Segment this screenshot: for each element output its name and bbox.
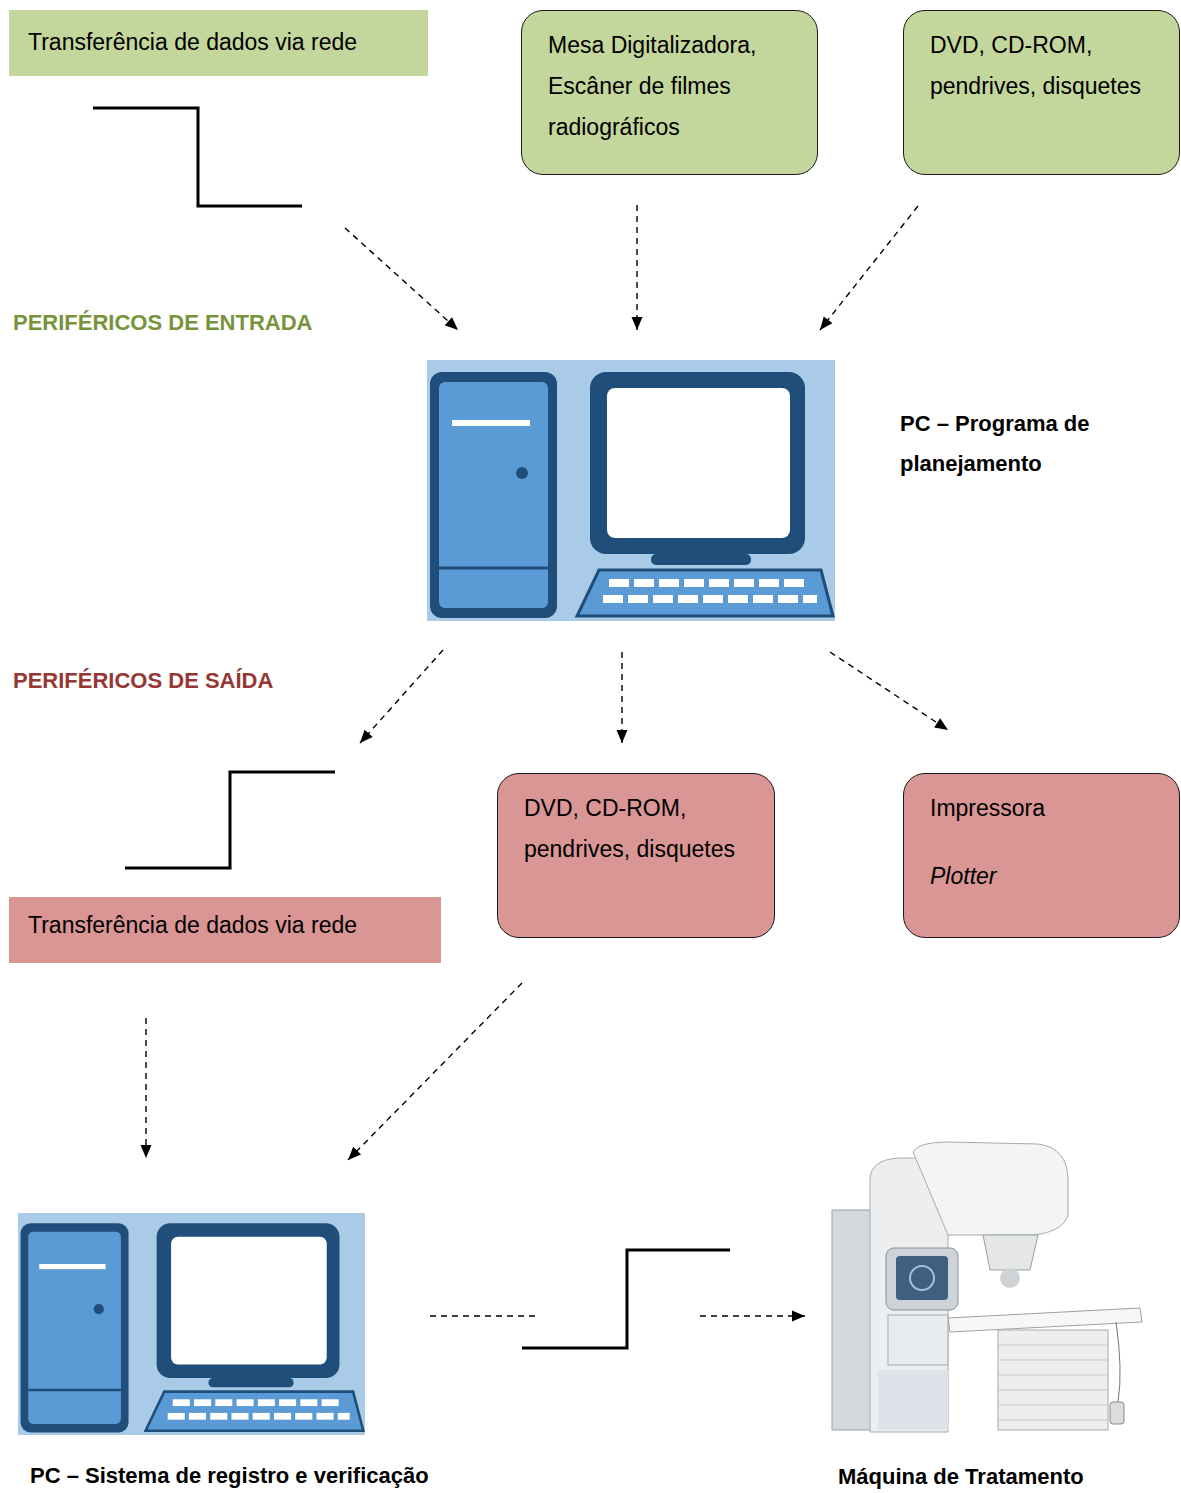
- linac-panel: [886, 1248, 958, 1310]
- network-output-box: Transferência de dados via rede: [9, 897, 441, 963]
- network-step-symbol: [522, 1250, 730, 1348]
- scanner-input-box: Mesa Digitalizadora, Escâner de filmes r…: [521, 10, 818, 175]
- couch-top: [948, 1308, 1142, 1332]
- record-computer-icon: [18, 1213, 365, 1435]
- dashed-arrow: [820, 175, 918, 360]
- box-text: Transferência de dados via rede: [28, 22, 409, 63]
- record-verify-computer: PC – Sistema de registro e verificação: [18, 1213, 365, 1435]
- arrow-head: [617, 730, 628, 743]
- dashed-arrow: [617, 621, 628, 773]
- box-text: Mesa Digitalizadora, Escâner de filmes r…: [548, 25, 799, 148]
- linac-panel-screen: [896, 1256, 948, 1300]
- linac-gantry-base: [878, 1370, 948, 1430]
- network-step-symbol: [125, 772, 335, 868]
- planning-computer: PC – Programa de planejamento: [427, 360, 835, 621]
- linac-cabinet: [832, 1210, 872, 1430]
- couch-folds: [998, 1345, 1108, 1420]
- box-text: Impressora: [930, 788, 1165, 829]
- arrow-head: [934, 718, 948, 730]
- network-step-symbols: [93, 108, 730, 1348]
- pendant: [1110, 1402, 1124, 1424]
- arrow-head: [348, 1147, 361, 1160]
- node-caption: PC – Programa de planejamento: [900, 404, 1145, 484]
- box-text: DVD, CD-ROM, pendrives, disquetes: [524, 788, 760, 870]
- dashed-arrow: [348, 938, 522, 1213]
- connector-line: [348, 938, 522, 1213]
- linac-illustration: [832, 1142, 1142, 1432]
- dashed-arrow: [360, 621, 445, 897]
- box-text: DVD, CD-ROM, pendrives, disquetes: [930, 25, 1165, 107]
- arrow-head: [445, 317, 458, 330]
- media-input-box: DVD, CD-ROM, pendrives, disquetes: [903, 10, 1180, 175]
- linac-aperture: [1000, 1268, 1020, 1288]
- dashed-arrow: [632, 175, 643, 360]
- treatment-machine: Máquina de Tratamento: [818, 1140, 1147, 1438]
- pendant-cable: [1116, 1322, 1120, 1402]
- connector-line: [636, 175, 637, 360]
- network-step-symbol: [93, 108, 302, 206]
- planning-computer-icon: [427, 360, 835, 621]
- arrow-head: [820, 316, 832, 330]
- dashed-arrow: [141, 963, 152, 1213]
- linac-head: [913, 1142, 1068, 1235]
- couch-base: [998, 1330, 1108, 1430]
- linac-collimator: [983, 1235, 1038, 1270]
- connector-line: [360, 621, 445, 897]
- node-caption: Máquina de Tratamento: [838, 1464, 1167, 1490]
- linac-lower-gantry: [888, 1315, 948, 1365]
- connector-line: [621, 621, 622, 773]
- dashed-arrow: [830, 621, 948, 773]
- connector-line: [345, 76, 458, 360]
- dashed-arrow: [365, 1311, 818, 1322]
- network-input-box: Transferência de dados via rede: [9, 10, 428, 76]
- label-holder: PERIFÉRICOS DE ENTRADA: [13, 310, 312, 336]
- connector-line: [145, 963, 146, 1213]
- section-heading: PERIFÉRICOS DE SAÍDA: [13, 668, 273, 694]
- connector-line: [830, 621, 948, 773]
- section-heading: PERIFÉRICOS DE ENTRADA: [13, 310, 312, 336]
- label-holder: PERIFÉRICOS DE SAÍDA: [13, 668, 273, 694]
- connector-line: [820, 175, 918, 360]
- box-text: Plotter: [930, 856, 1165, 897]
- node-caption: PC – Sistema de registro e verificação: [30, 1463, 377, 1489]
- printer-output-box: ImpressoraPlotter: [903, 773, 1180, 938]
- arrow-head: [360, 730, 373, 743]
- arrow-head: [632, 317, 643, 330]
- box-text: Transferência de dados via rede: [28, 905, 422, 946]
- dashed-arrow: [345, 76, 458, 360]
- media-output-box: DVD, CD-ROM, pendrives, disquetes: [497, 773, 775, 938]
- arrow-head: [141, 1145, 152, 1158]
- connector-line: [365, 1315, 818, 1316]
- arrow-head: [792, 1311, 805, 1322]
- linac-panel-ring: [910, 1266, 934, 1290]
